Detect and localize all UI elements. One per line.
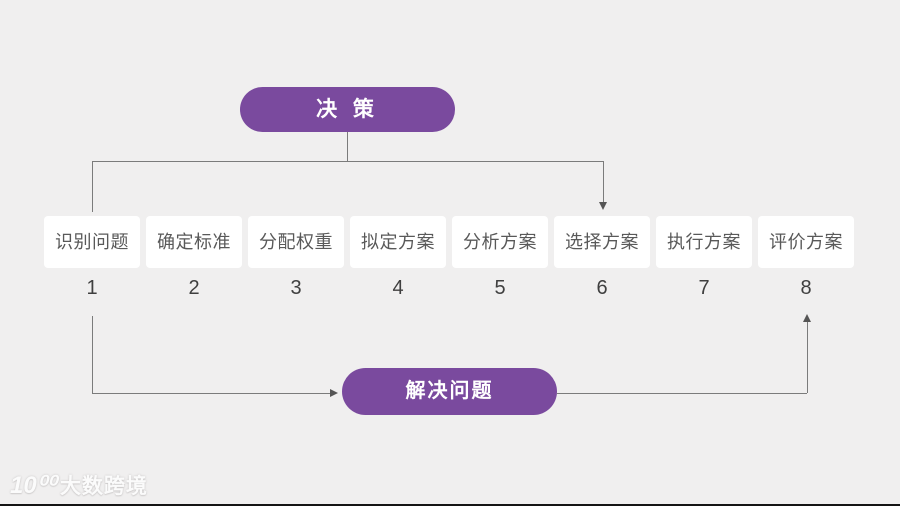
connector-branch-horizontal xyxy=(92,161,604,162)
step-number-7: 7 xyxy=(698,277,710,299)
solve-problem-node: 解决问题 xyxy=(342,368,557,415)
watermark-brand-text: 大数跨境 xyxy=(59,475,148,498)
step-box-assign-weights: 分配权重 xyxy=(248,216,344,268)
connector-drop-to-step1 xyxy=(92,161,93,212)
step-number-8: 8 xyxy=(800,277,812,299)
connector-decision-stem xyxy=(347,132,348,161)
bottom-edge-bar xyxy=(0,504,900,506)
step-box-draft-plans: 拟定方案 xyxy=(350,216,446,268)
arrowhead-up-icon xyxy=(802,314,811,322)
arrowhead-right-icon xyxy=(330,388,338,397)
connector-to-solve-problem xyxy=(92,393,331,394)
watermark: 10⁰⁰ 大数跨境 xyxy=(10,470,148,500)
decision-node: 决 策 xyxy=(240,87,455,132)
step-number-1: 1 xyxy=(86,277,98,299)
watermark-logo-icon: 10⁰⁰ xyxy=(10,472,56,499)
step-box-execute-plan: 执行方案 xyxy=(656,216,752,268)
step-number-5: 5 xyxy=(494,277,506,299)
connector-from-solve-problem xyxy=(557,393,807,394)
step-box-analyze-plans: 分析方案 xyxy=(452,216,548,268)
connector-drop-to-step6 xyxy=(603,161,604,202)
connector-step1-down xyxy=(92,316,93,393)
step-box-determine-criteria: 确定标准 xyxy=(146,216,242,268)
step-number-3: 3 xyxy=(290,277,302,299)
step-box-evaluate-plan: 评价方案 xyxy=(758,216,854,268)
arrowhead-down-icon xyxy=(599,202,607,210)
step-number-4: 4 xyxy=(392,277,404,299)
step-box-select-plan: 选择方案 xyxy=(554,216,650,268)
step-number-6: 6 xyxy=(596,277,608,299)
connector-up-to-step8 xyxy=(807,322,808,393)
step-box-identify-problem: 识别问题 xyxy=(44,216,140,268)
step-number-2: 2 xyxy=(188,277,200,299)
